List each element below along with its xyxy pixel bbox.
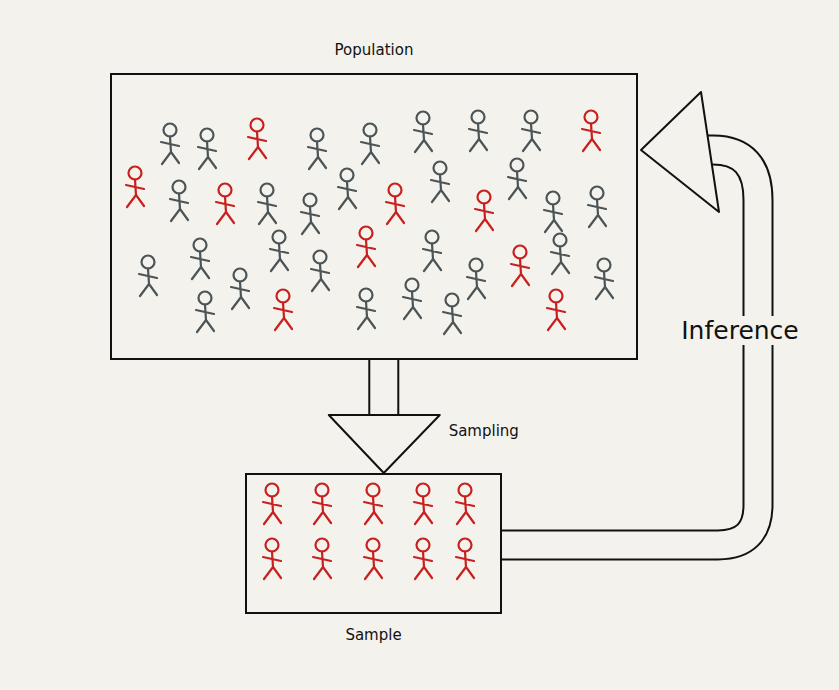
stick-figure — [308, 129, 326, 170]
box-heading: Sample — [247, 626, 500, 644]
stick-figure — [551, 234, 569, 275]
stick-figure — [431, 162, 449, 203]
stick-figure — [547, 290, 565, 331]
stick-figure — [582, 111, 600, 152]
stick-figure — [364, 484, 382, 525]
stick-figure — [216, 184, 234, 225]
stick-figure — [414, 112, 432, 153]
stick-figure — [170, 181, 188, 222]
stick-figure — [270, 231, 288, 272]
stick-figure — [139, 256, 157, 297]
stick-figure — [467, 259, 485, 300]
stick-figure — [544, 192, 562, 233]
box-heading: Population — [112, 41, 636, 59]
stick-figure — [161, 124, 179, 165]
block-arrow — [329, 360, 440, 473]
stick-figure — [301, 194, 319, 235]
stick-figure — [357, 227, 375, 268]
stick-figure — [443, 294, 461, 335]
stick-figure — [508, 159, 526, 200]
stick-figure — [274, 290, 292, 331]
stick-figure — [126, 167, 144, 208]
arrow-label: Sampling — [446, 422, 522, 440]
stick-figure — [313, 484, 331, 525]
population-box: Population — [110, 73, 638, 360]
stick-figure — [414, 484, 432, 525]
stick-figure — [456, 484, 474, 525]
stick-figure — [263, 539, 281, 580]
stick-figure — [522, 111, 540, 152]
stick-figure — [511, 246, 529, 287]
stick-figure — [191, 239, 209, 280]
stick-figure — [258, 184, 276, 225]
stick-figure — [469, 111, 487, 152]
stick-figure — [595, 259, 613, 300]
stick-figure — [196, 292, 214, 333]
stick-figure — [263, 484, 281, 525]
arrow-label: Inference — [678, 316, 801, 345]
stick-figure — [313, 539, 331, 580]
stick-figure — [588, 187, 606, 228]
stick-figure — [456, 539, 474, 580]
stick-figure — [231, 269, 249, 310]
stick-figure — [361, 124, 379, 165]
stick-figure — [311, 251, 329, 292]
stick-figure — [364, 539, 382, 580]
stick-figure — [414, 539, 432, 580]
stick-figure — [248, 119, 266, 160]
sample-box: Sample — [245, 473, 502, 614]
stick-figure — [403, 279, 421, 320]
stick-figure — [386, 184, 404, 225]
stick-figure — [338, 169, 356, 210]
stick-figure — [198, 129, 216, 170]
stick-figure — [423, 231, 441, 272]
stick-figure — [475, 191, 493, 232]
stick-figure — [357, 289, 375, 330]
